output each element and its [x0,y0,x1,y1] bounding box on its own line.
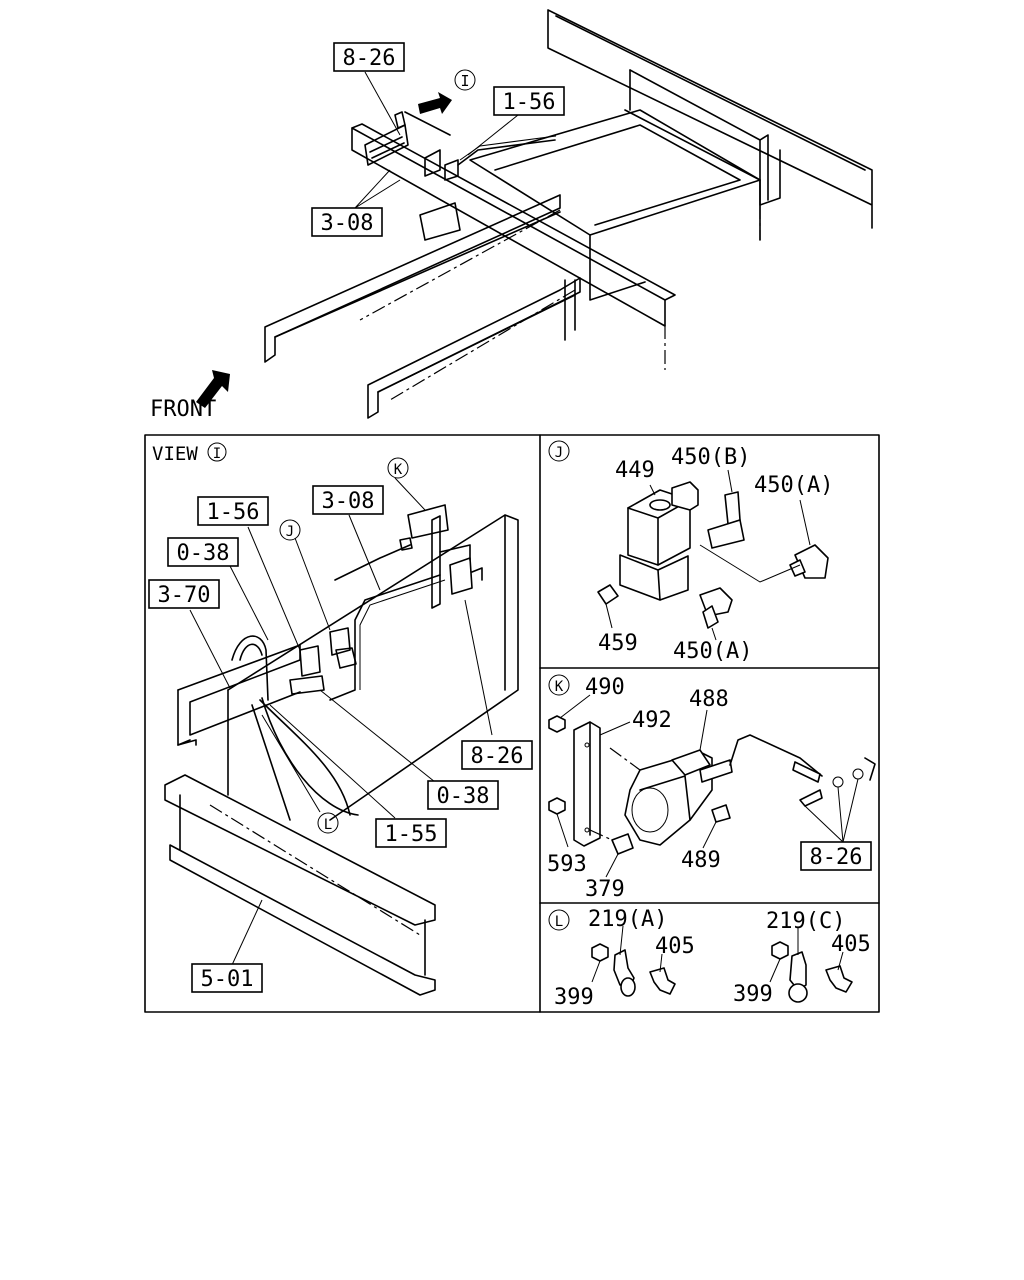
ref-1-55: 1-55 [385,822,438,847]
ref-5-01: 5-01 [201,967,254,992]
ref-box-8-26 [333,42,405,72]
part-399-c: 399 [733,982,773,1007]
panel-l: L [548,909,853,1003]
marker-l: L [324,817,332,833]
panel-k: K [548,674,876,878]
panel-k-labels: 490 492 488 593 379 489 8-26 [547,675,872,902]
part-492: 492 [632,708,672,733]
panel-l-labels: 219(A) 405 399 219(C) 405 399 [554,907,871,1010]
chassis-overview [196,9,873,419]
part-449: 449 [615,458,655,483]
front-arrow-icon [196,370,230,408]
ref-box-3-08 [311,207,383,237]
part-489: 489 [681,848,721,873]
view-marker: I [213,446,221,462]
part-450a-bottom: 450(A) [673,639,752,664]
ref-8-26: 8-26 [810,845,863,870]
ref-1-56: 1-56 [503,90,556,115]
view-i-labels: K J L 1-56 3-08 0-38 3-70 8-26 0-38 1-55… [148,457,533,993]
ref-3-08: 3-08 [321,211,374,236]
part-379: 379 [585,877,625,902]
marker-i: I [460,72,469,90]
panel-j-labels: 449 450(B) 450(A) 459 450(A) [598,445,833,664]
part-219c: 219(C) [766,909,845,934]
part-488: 488 [689,687,729,712]
ref-8-26: 8-26 [471,744,524,769]
part-399-a: 399 [554,985,594,1010]
panel-frames [144,434,880,1013]
ref-0-38-lower: 0-38 [437,784,490,809]
marker-j: J [286,524,294,540]
part-450b: 450(B) [671,445,750,470]
top-labels: 8-26 1-56 3-08 I FRONT [150,42,565,422]
part-450a-top: 450(A) [754,473,833,498]
panel-j: J [548,440,829,641]
part-405-a: 405 [655,934,695,959]
marker-j: J [555,445,563,461]
front-label: FRONT [150,397,216,422]
marker-l: L [555,914,563,930]
marker-k: K [555,679,564,695]
part-219a: 219(A) [588,907,667,932]
view-i-panel: VIEW I [152,442,519,996]
marker-k: K [394,462,403,478]
part-405-c: 405 [831,932,871,957]
part-593: 593 [547,852,587,877]
view-arrow-icon [418,92,452,114]
ref-1-56: 1-56 [207,500,260,525]
ref-3-08: 3-08 [322,489,375,514]
part-490: 490 [585,675,625,700]
ref-box-1-56 [493,86,565,116]
view-marker-circle [207,442,227,462]
marker-circle-i [454,69,476,91]
view-title: VIEW [152,443,198,465]
ref-3-70: 3-70 [158,583,211,608]
part-459: 459 [598,631,638,656]
ref-0-38: 0-38 [177,541,230,566]
ref-8-26: 8-26 [343,46,396,71]
